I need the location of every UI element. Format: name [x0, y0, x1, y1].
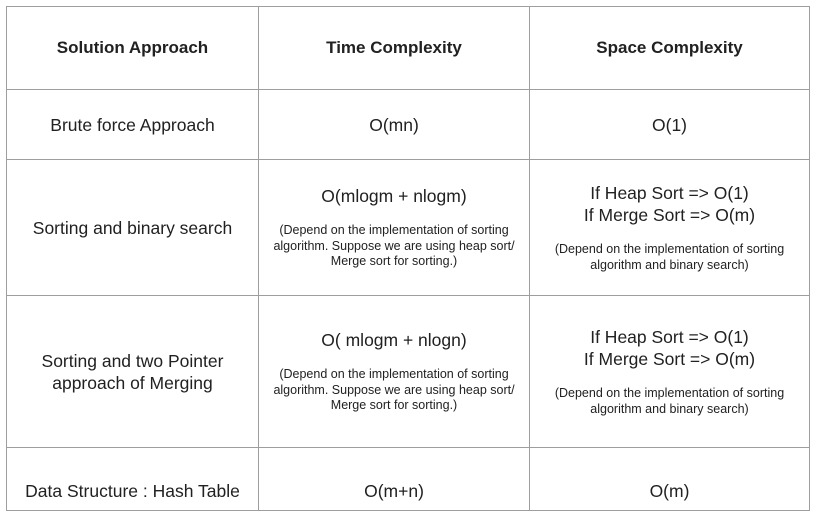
time-cell: O(mlogm + nlogm) (Depend on the implemen… [258, 159, 530, 296]
header-space-complexity: Space Complexity [529, 6, 810, 90]
table-row: Sorting and binary search O(mlogm + nlog… [6, 159, 810, 296]
header-time-complexity: Time Complexity [258, 6, 530, 90]
approach-cell: Data Structure : Hash Table [6, 447, 259, 511]
space-cell: If Heap Sort => O(1) If Merge Sort => O(… [529, 159, 810, 296]
time-cell: O(m+n) [258, 447, 530, 511]
space-text-line1: If Heap Sort => O(1) [590, 183, 749, 203]
time-note: (Depend on the implementation of sorting… [273, 223, 515, 269]
space-text-line2: If Merge Sort => O(m) [583, 349, 756, 369]
approach-text: Brute force Approach [50, 114, 215, 135]
approach-cell: Sorting and two Pointer approach of Merg… [6, 295, 259, 448]
space-cell: O(1) [529, 89, 810, 160]
complexity-table: Solution Approach Time Complexity Space … [6, 6, 810, 511]
space-note: (Depend on the implementation of sorting… [554, 242, 785, 272]
table-row: Brute force Approach O(mn) O(1) [6, 89, 810, 160]
approach-text-line1: Sorting and two Pointer [41, 350, 224, 371]
space-text-line1: If Heap Sort => O(1) [590, 327, 749, 347]
approach-cell: Sorting and binary search [6, 159, 259, 296]
time-cell: O( mlogm + nlogn) (Depend on the impleme… [258, 295, 530, 448]
space-text: O(m) [649, 481, 690, 501]
approach-text: Sorting and binary search [32, 217, 233, 238]
time-text: O(m+n) [364, 481, 424, 501]
time-text: O(mlogm + nlogm) [321, 186, 467, 207]
header-solution-approach: Solution Approach [6, 6, 259, 90]
space-text: O(1) [652, 114, 687, 135]
space-cell: If Heap Sort => O(1) If Merge Sort => O(… [529, 295, 810, 448]
space-cell: O(m) [529, 447, 810, 511]
header-row: Solution Approach Time Complexity Space … [6, 6, 810, 90]
time-text: O(mn) [369, 114, 419, 135]
approach-text: Data Structure : Hash Table [25, 481, 240, 501]
table-row: Data Structure : Hash Table O(m+n) O(m) [6, 447, 810, 511]
time-note: (Depend on the implementation of sorting… [273, 367, 515, 413]
space-note: (Depend on the implementation of sorting… [554, 386, 785, 416]
time-text: O( mlogm + nlogn) [321, 330, 467, 351]
space-text-line2: If Merge Sort => O(m) [583, 205, 756, 225]
approach-text-line2: approach of Merging [52, 372, 213, 393]
approach-cell: Brute force Approach [6, 89, 259, 160]
time-cell: O(mn) [258, 89, 530, 160]
table-row: Sorting and two Pointer approach of Merg… [6, 295, 810, 448]
